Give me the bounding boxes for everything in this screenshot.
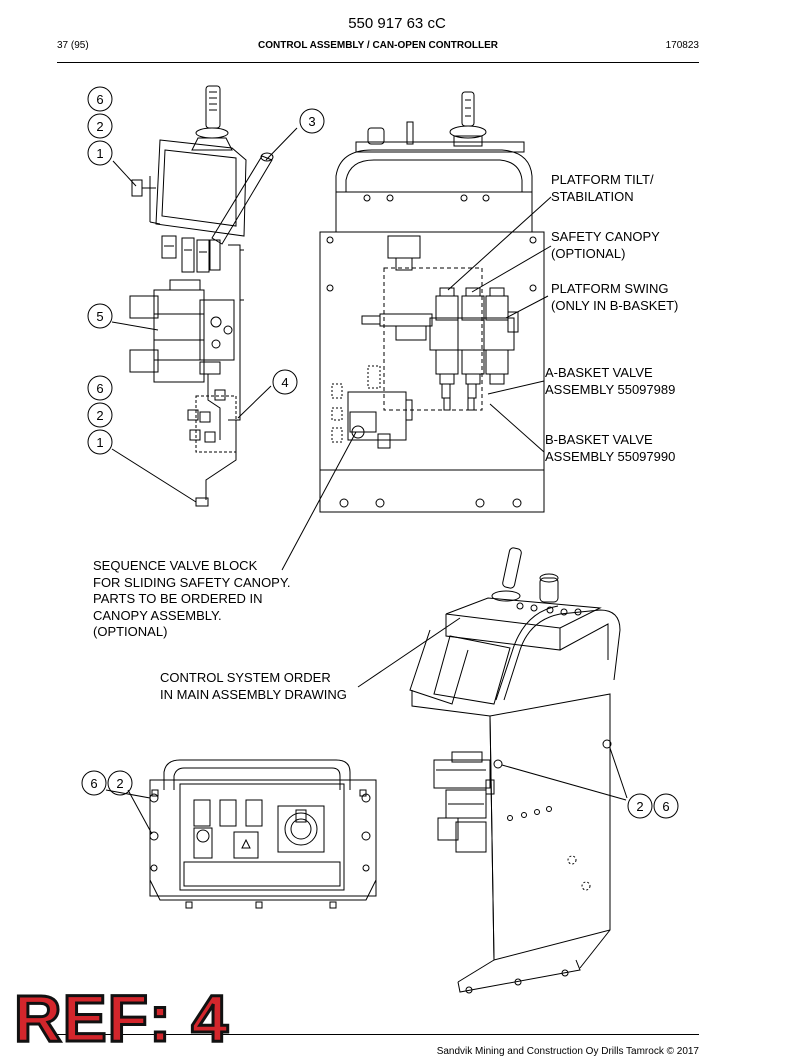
date-code: 170823: [665, 40, 699, 51]
callout-number: 5: [96, 309, 103, 324]
front-view-assembly: [319, 91, 545, 513]
label-platform-tilt: PLATFORM TILT/STABILATION: [551, 172, 654, 204]
callout-number: 2: [96, 119, 103, 134]
callout-number: 2: [96, 408, 103, 423]
isometric-view-assembly: [409, 547, 621, 994]
footer-copyright: Sandvik Mining and Construction Oy Drill…: [436, 1046, 699, 1057]
label-safety-canopy: SAFETY CANOPY(OPTIONAL): [551, 229, 660, 261]
callout-number: 6: [96, 381, 103, 396]
ref-stamp: REF: 4: [12, 981, 230, 1055]
callout-number: 6: [96, 92, 103, 107]
page-reference: 37 (95): [57, 40, 89, 51]
callout-number: 4: [281, 375, 288, 390]
isometric-view-leaders: [501, 747, 628, 801]
footer-rule: [57, 1034, 699, 1035]
header-rule: [57, 62, 699, 63]
callout-number: 6: [662, 799, 669, 814]
top-view-assembly: [149, 759, 377, 909]
callout-number: 2: [116, 776, 123, 791]
callout-number: 1: [96, 435, 103, 450]
header-row: 37 (95) CONTROL ASSEMBLY / CAN-OPEN CONT…: [57, 40, 699, 56]
callout-bubbles: 6 2 1 3 5 6 2 1 4 6 2 2 6: [81, 86, 679, 819]
label-platform-swing: PLATFORM SWING(ONLY IN B-BASKET): [551, 281, 679, 313]
document-number: 550 917 63 cC: [348, 15, 446, 32]
sequence-valve-block: [331, 365, 413, 449]
callout-number: 3: [308, 114, 315, 129]
callout-number: 6: [90, 776, 97, 791]
page-title: CONTROL ASSEMBLY / CAN-OPEN CONTROLLER: [257, 40, 498, 51]
callout-number: 1: [96, 146, 103, 161]
top-view-leaders: [105, 789, 153, 835]
valve-bank: [361, 287, 519, 411]
front-view-leaders: [281, 196, 552, 688]
side-view-assembly: [129, 85, 274, 507]
callout-number: 2: [636, 799, 643, 814]
side-view-leaders: [111, 127, 298, 503]
